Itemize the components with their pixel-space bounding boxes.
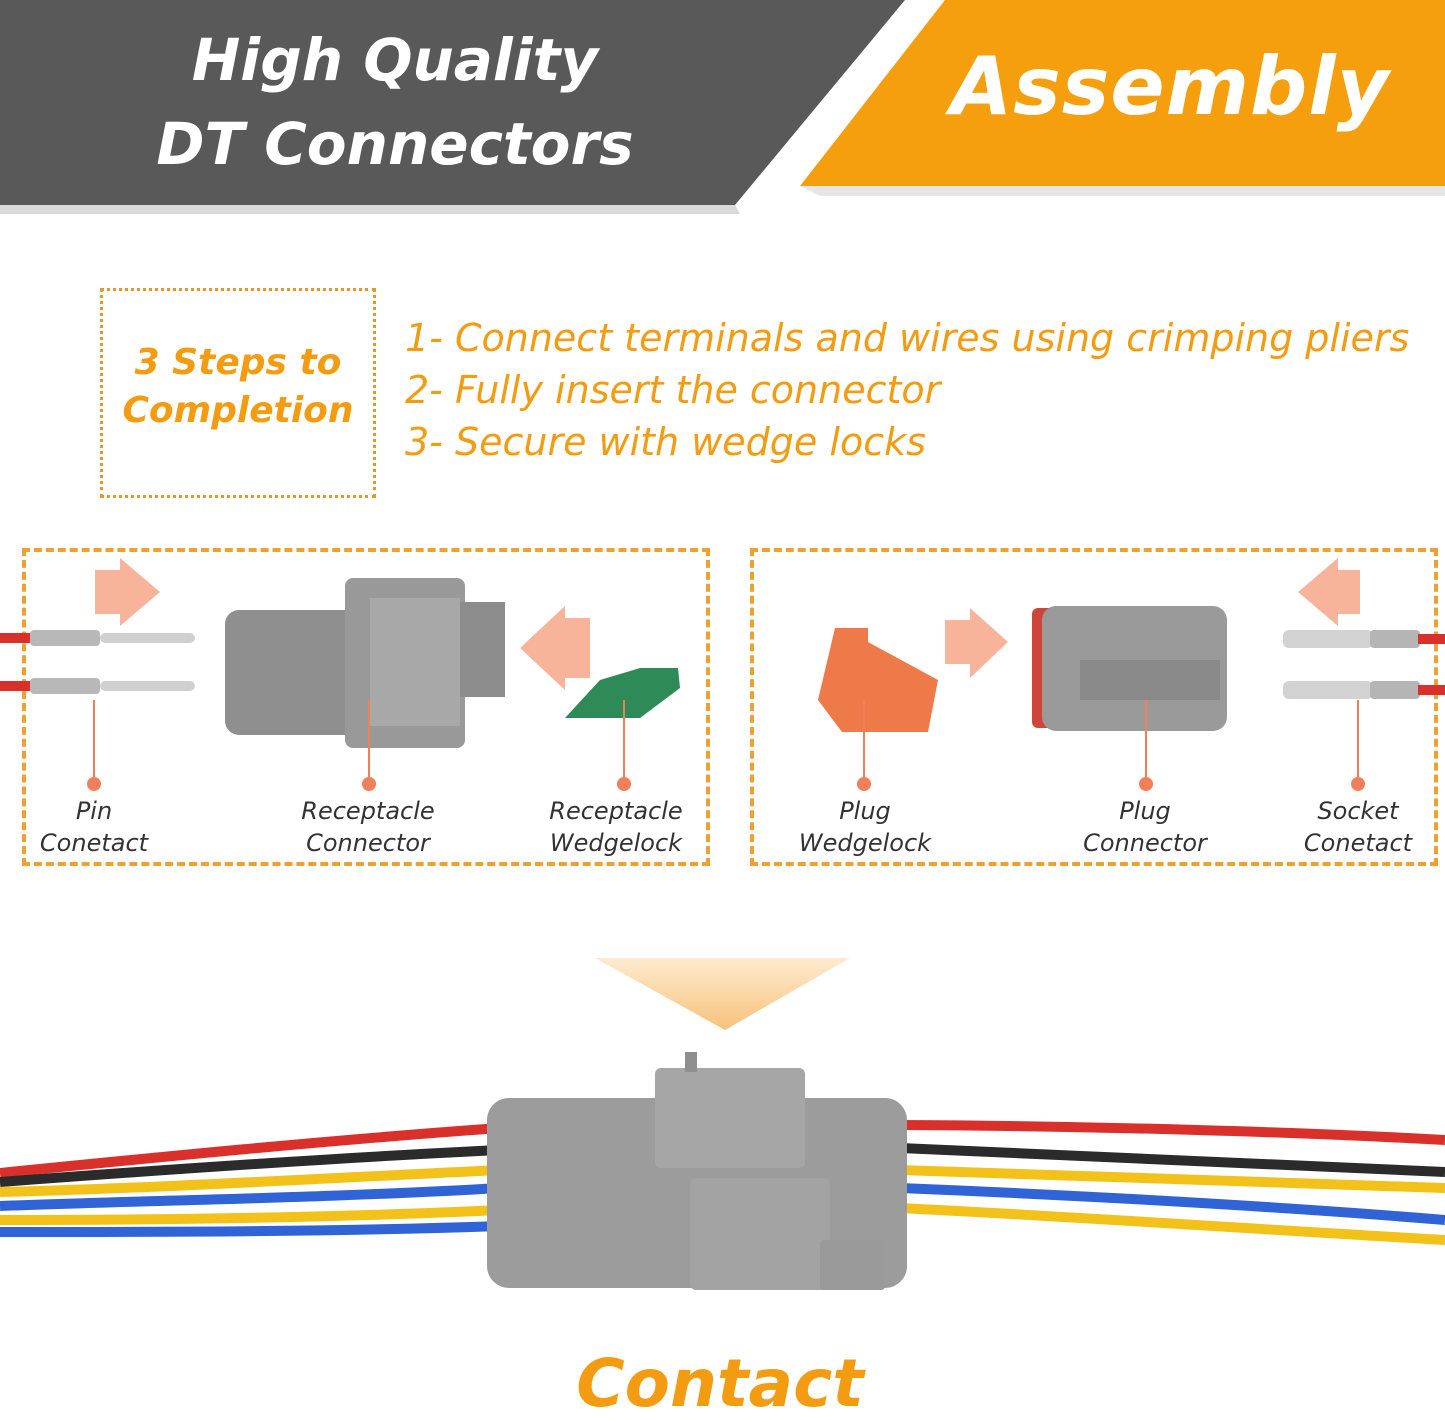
plug-connector-icon [1032,606,1227,731]
callout-dot [87,777,101,791]
header-banner [0,0,1445,214]
label-line: Pin [75,797,113,825]
leader-line [93,700,95,782]
step-2: 2- Fully insert the connector [405,368,941,412]
step-3: 3- Secure with wedge locks [405,420,926,464]
socket-contact-icon [1283,630,1445,699]
arrow-down-icon [595,958,850,1030]
label-receptacle-wedgelock: Receptacle Wedgelock [536,795,696,859]
receptacle-wedgelock-icon [565,668,680,718]
leader-line [1145,700,1147,782]
arrow-right-icon [95,558,160,626]
pin-contact-icon [0,630,195,694]
contact-label: Contact [576,1345,864,1422]
label-line: Connector [306,829,430,857]
label-line: Conetact [1303,829,1413,857]
plug-panel [750,548,1438,866]
label-receptacle-connector: Receptacle Connector [288,795,448,859]
label-pin-contact: Pin Conetact [24,795,164,859]
label-line: Socket [1317,797,1399,825]
callout-dot [617,777,631,791]
leader-line [368,700,370,782]
arrow-left-icon [520,606,590,690]
callout-dot [362,777,376,791]
leader-line [863,700,865,782]
plug-wedgelock-icon [818,628,938,732]
callout-dot [1139,777,1153,791]
steps-box-label-line1: 3 Steps to [134,342,342,383]
leader-line [623,700,625,782]
label-line: Wedgelock [549,829,683,857]
leader-line [1357,700,1359,782]
arrow-right-icon [945,608,1008,678]
assembled-connector-art [0,958,1445,1290]
label-plug-wedgelock: Plug Wedgelock [790,795,940,859]
label-socket-contact: Socket Conetact [1290,795,1426,859]
assembled-connector-icon [487,1052,907,1290]
callout-dot [857,777,871,791]
label-line: Receptacle [301,797,435,825]
title-line-2: DT Connectors [156,110,634,178]
arrow-left-icon [1298,558,1360,626]
assembly-heading: Assembly [950,40,1390,133]
step-1: 1- Connect terminals and wires using cri… [405,316,1410,360]
label-line: Wedgelock [798,829,932,857]
steps-box-label: 3 Steps to Completion [103,339,373,435]
label-line: Plug [839,797,891,825]
steps-box: 3 Steps to Completion [100,288,376,498]
label-line: Conetact [39,829,149,857]
callout-dot [1351,777,1365,791]
label-plug-connector: Plug Connector [1070,795,1220,859]
wire-bundle-right [899,1120,1445,1245]
label-line: Receptacle [549,797,683,825]
label-line: Plug [1119,797,1171,825]
plug-parts-art [818,558,1445,732]
label-line: Connector [1083,829,1207,857]
wire-bundle-left [0,1123,501,1237]
receptacle-parts-art [0,558,680,748]
receptacle-connector-icon [225,578,505,748]
title-line-1: High Quality [191,26,599,94]
steps-box-label-line2: Completion [122,390,354,431]
receptacle-panel [22,548,710,866]
